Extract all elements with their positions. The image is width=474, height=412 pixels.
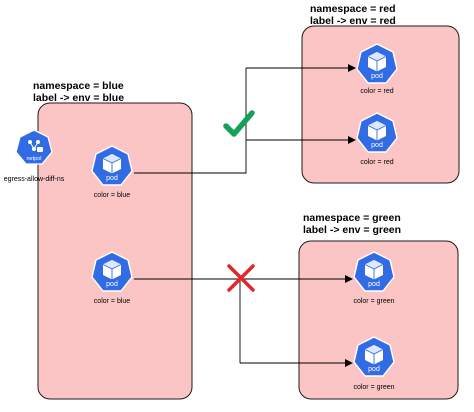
pod-label-red-top: color = red bbox=[360, 88, 394, 95]
namespace-box-blue bbox=[37, 102, 193, 400]
namespace-box-red bbox=[301, 25, 460, 184]
namespace-label-green: label -> env = green bbox=[303, 224, 402, 236]
pod-icon-text: pod bbox=[371, 142, 383, 149]
pod-icon: pod bbox=[356, 112, 398, 153]
namespace-title-red: namespace = red label -> env = red bbox=[310, 3, 396, 27]
netpol-label: egress-allow-diff-ns bbox=[3, 176, 65, 183]
pod-label-blue-bottom: color = blue bbox=[93, 298, 131, 305]
pod-label-blue-top: color = blue bbox=[93, 192, 131, 199]
pod-icon-text: pod bbox=[106, 281, 118, 288]
namespace-label-blue: label -> env = blue bbox=[33, 92, 125, 104]
namespace-label-red: label -> env = red bbox=[310, 15, 396, 27]
pod-label-green-top: color = green bbox=[353, 298, 395, 305]
pod-icon-text: pod bbox=[368, 366, 380, 373]
pod-icon: pod bbox=[356, 43, 398, 84]
pod-icon-text: pod bbox=[371, 73, 383, 80]
connector-allowed-trunk bbox=[134, 68, 247, 174]
check-mark-icon bbox=[223, 110, 255, 137]
namespace-name-red: namespace = red bbox=[310, 3, 396, 15]
pod-icon: pod bbox=[91, 251, 133, 292]
namespace-name-blue: namespace = blue bbox=[33, 80, 124, 92]
pod-icon: pod bbox=[353, 336, 395, 377]
netpol-icon-text: netpol bbox=[27, 156, 42, 162]
pod-icon-text: pod bbox=[368, 281, 380, 288]
pod-icon-text: pod bbox=[106, 175, 118, 182]
pod-icon: pod bbox=[91, 145, 133, 186]
pod-label-green-bottom: color = green bbox=[353, 384, 395, 391]
pod-label-red-bottom: color = red bbox=[360, 159, 394, 166]
namespace-name-green: namespace = green bbox=[303, 212, 401, 224]
namespace-box-green bbox=[298, 240, 459, 400]
netpol-icon: netpol bbox=[15, 129, 53, 165]
cross-mark-icon bbox=[227, 264, 255, 292]
pod-icon: pod bbox=[353, 251, 395, 292]
namespace-title-blue: namespace = blue label -> env = blue bbox=[33, 80, 124, 104]
namespace-title-green: namespace = green label -> env = green bbox=[303, 212, 401, 236]
